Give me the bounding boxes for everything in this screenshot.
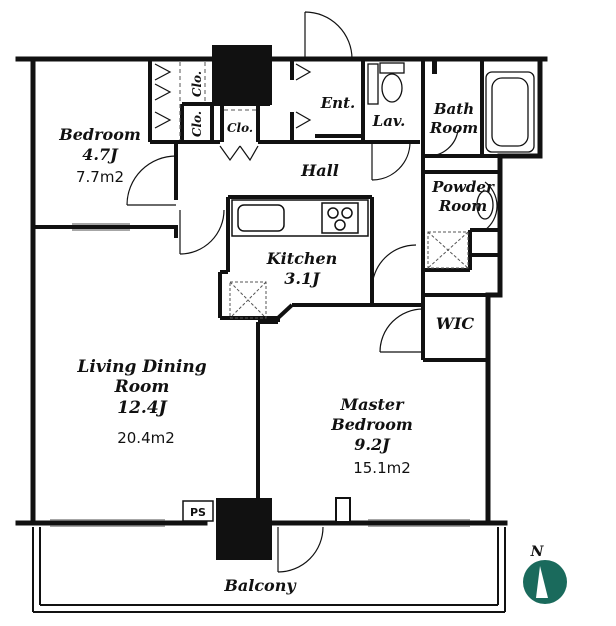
ldr-name-2: Room <box>114 377 170 397</box>
windows <box>50 223 470 527</box>
closet-label-b: Clo. <box>190 111 204 137</box>
powder-name-1: Powder <box>431 178 495 196</box>
master-size: 9.2J <box>354 435 391 454</box>
ldr-name-1: Living Dining <box>76 357 206 377</box>
compass: N <box>523 544 567 604</box>
master-name-2: Bedroom <box>330 415 413 434</box>
ldr-size: 12.4J <box>117 398 167 418</box>
compass-icon <box>523 560 567 604</box>
kitchen-counter <box>231 199 369 237</box>
north-arrow-icon <box>536 566 548 598</box>
closet-label-a: Clo. <box>190 71 204 97</box>
columns <box>212 45 437 560</box>
master-area: 15.1m2 <box>353 459 411 477</box>
bath-name-2: Room <box>429 119 478 137</box>
walls <box>15 56 548 526</box>
ps-box <box>182 500 214 522</box>
balcony-post <box>335 497 351 523</box>
interior-walls <box>33 59 500 523</box>
bath-fixtures <box>367 62 535 220</box>
bedroom-size: 4.7J <box>82 145 119 164</box>
compass-label: N <box>530 544 545 560</box>
closet-rods <box>179 62 256 140</box>
powder-name-2: Room <box>438 197 487 215</box>
master-name-1: Master <box>339 395 405 414</box>
wic-name: WIC <box>436 314 474 333</box>
bedroom-name: Bedroom <box>58 125 141 144</box>
entrance-name: Ent. <box>320 94 356 112</box>
balcony <box>32 527 506 613</box>
service-boxes <box>229 231 469 319</box>
ldr-area: 20.4m2 <box>117 429 175 447</box>
hall-name: Hall <box>300 161 339 180</box>
bedroom-area: 7.7m2 <box>76 168 124 186</box>
closet-label-c: Clo. <box>227 121 253 135</box>
room-labels: Bedroom 4.7J 7.7m2 Living Dining Room 12… <box>58 71 495 595</box>
ps-label: PS <box>190 506 206 519</box>
kitchen-name: Kitchen <box>266 249 338 268</box>
lav-name: Lav. <box>372 112 406 130</box>
balcony-name: Balcony <box>223 576 297 595</box>
bath-name-1: Bath <box>433 100 474 118</box>
kitchen-size: 3.1J <box>284 269 321 288</box>
doors[interactable] <box>126 11 498 573</box>
